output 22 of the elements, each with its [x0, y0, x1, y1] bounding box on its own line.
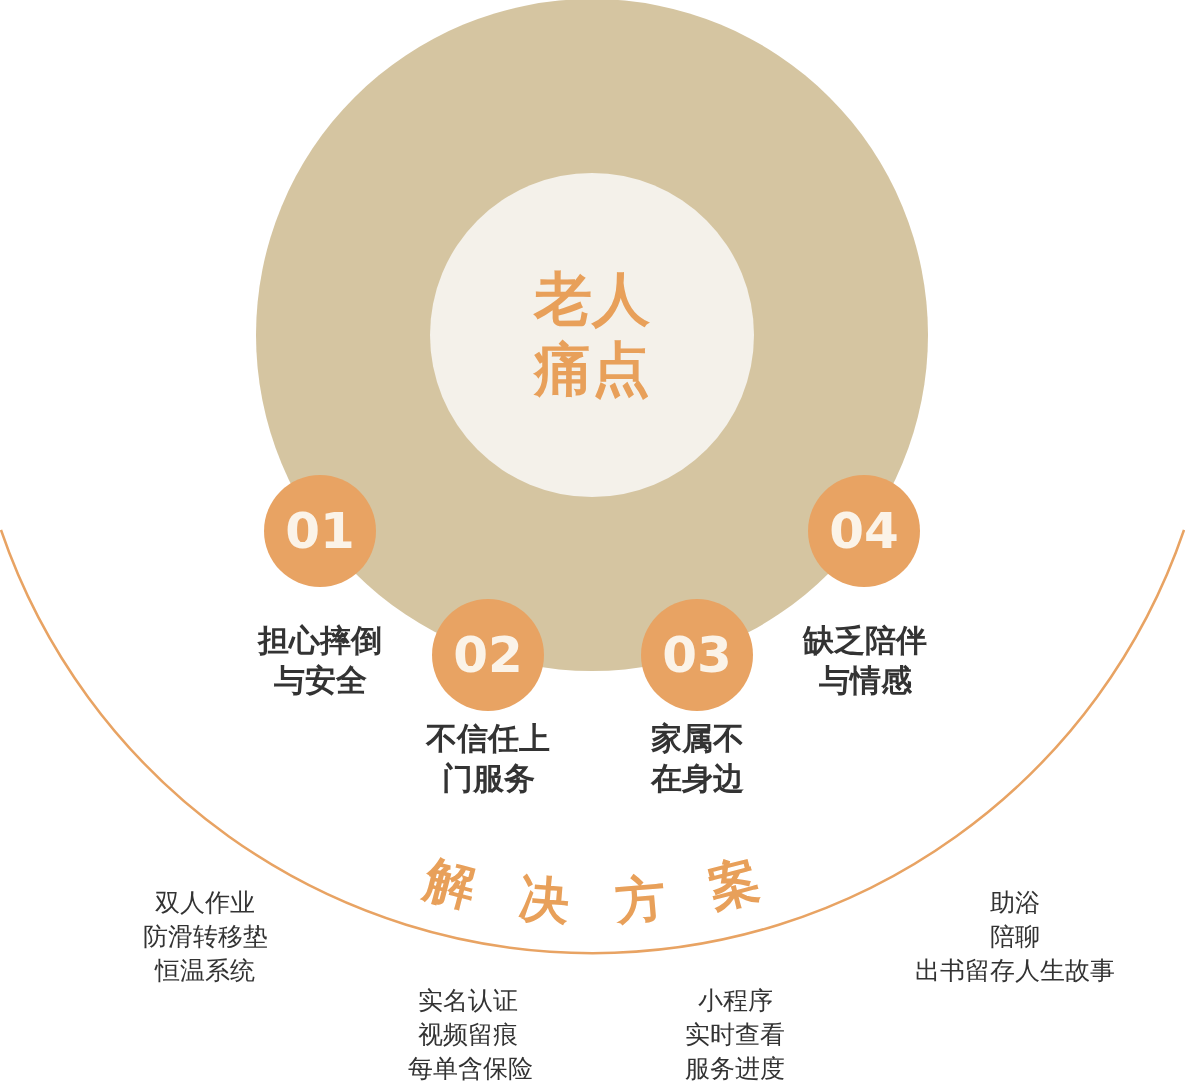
pain-point-text: 家属不在身边: [649, 719, 745, 799]
solution-item: 实名认证: [418, 988, 518, 1013]
step-number: 03: [662, 630, 732, 680]
pain-point-text: 担心摔倒与安全: [256, 621, 383, 701]
solution-item: 服务进度: [685, 1056, 785, 1081]
solution-item: 出书留存人生故事: [915, 958, 1115, 983]
solution-item: 视频留痕: [418, 1022, 518, 1047]
solution-item: 助浴: [990, 890, 1040, 915]
solution-item: 恒温系统: [155, 958, 255, 983]
solution-item: 每单含保险: [407, 1056, 533, 1081]
step-number: 02: [453, 630, 523, 680]
solution-item: 小程序: [697, 988, 773, 1013]
pain-point-text: 缺乏陪伴与情感: [801, 621, 928, 701]
solution-item: 实时查看: [685, 1022, 785, 1047]
solution-item: 防滑转移垫: [142, 924, 268, 949]
arc-heading: 解决方案: [419, 854, 765, 930]
center-title: 老人痛点: [532, 265, 651, 405]
step-number: 04: [829, 506, 899, 556]
solution-item: 双人作业: [155, 890, 255, 915]
step-number: 01: [285, 506, 355, 556]
solution-item: 陪聊: [990, 924, 1040, 949]
pain-point-text: 不信任上门服务: [424, 719, 551, 799]
